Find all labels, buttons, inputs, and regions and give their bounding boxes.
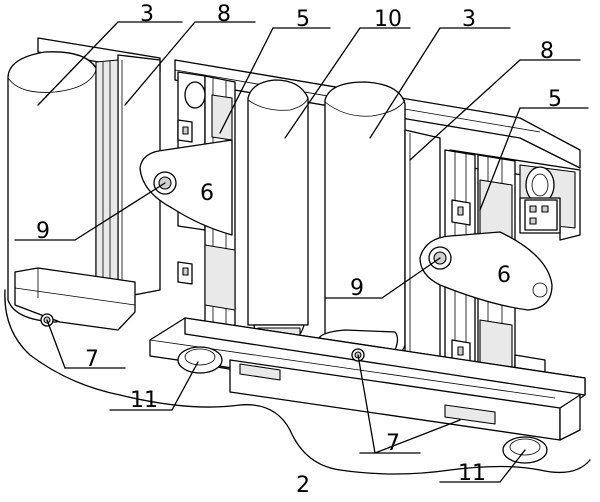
label-9-left: 9 <box>36 219 50 244</box>
roller-center <box>247 79 309 356</box>
label-7-right: 7 <box>386 431 400 456</box>
leader-lines <box>14 21 589 483</box>
label-10: 10 <box>374 7 402 32</box>
roller-left <box>7 51 119 323</box>
label-3-right: 3 <box>462 7 476 32</box>
label-6-left: 6 <box>200 181 214 206</box>
label-5-left: 5 <box>296 7 310 32</box>
label-8-left: 8 <box>217 2 231 27</box>
label-2: 2 <box>296 473 310 498</box>
label-6-right: 6 <box>497 263 511 288</box>
label-5-right: 5 <box>548 87 562 112</box>
label-9-right: 9 <box>350 276 364 301</box>
link-plate-right <box>419 231 553 311</box>
label-3-left: 3 <box>140 2 154 27</box>
roller-right <box>317 81 406 365</box>
label-11-right: 11 <box>458 461 486 486</box>
label-11-left: 11 <box>130 388 158 413</box>
bottom-bracket-left <box>14 267 136 331</box>
label-7-left: 7 <box>85 347 99 372</box>
bottom-beam <box>149 317 586 441</box>
break-outline <box>4 289 591 475</box>
label-8-right: 8 <box>540 39 554 64</box>
reference-numbers: 3 8 5 10 3 8 5 6 9 9 6 7 11 7 11 2 <box>36 2 562 498</box>
